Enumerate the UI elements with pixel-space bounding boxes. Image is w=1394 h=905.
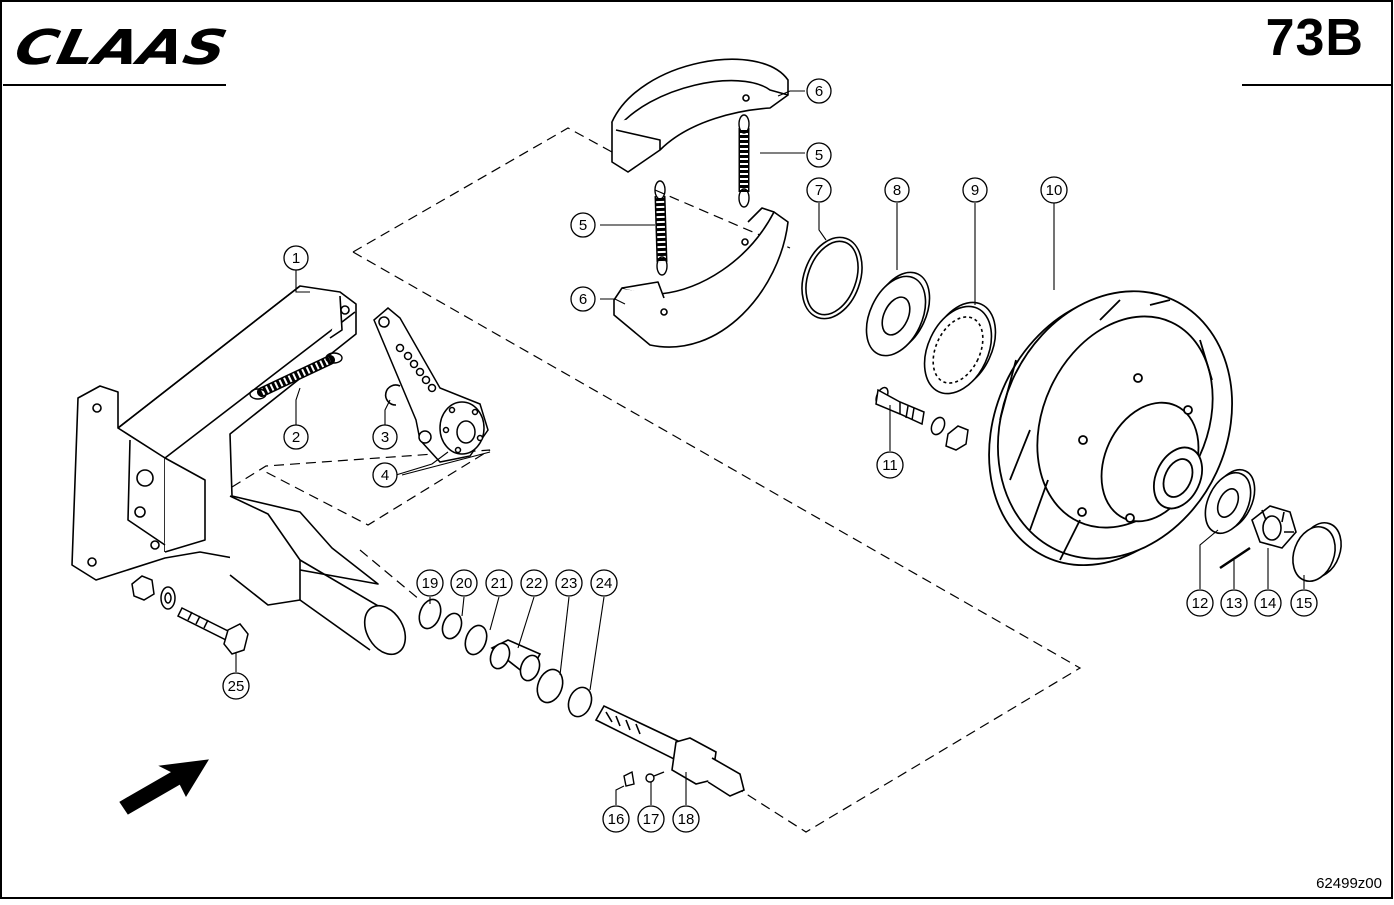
callout-23: 23 [555, 569, 583, 597]
callout-leaders [235, 90, 1305, 805]
svg-text:9: 9 [971, 182, 979, 199]
svg-text:21: 21 [491, 575, 508, 592]
callout-1: 1 [283, 245, 309, 271]
callout-3: 3 [372, 424, 398, 450]
callout-22: 22 [520, 569, 548, 597]
axle-bracket [71, 285, 407, 656]
callout-14: 14 [1254, 589, 1282, 617]
svg-text:24: 24 [596, 575, 613, 592]
svg-text:10: 10 [1046, 182, 1063, 199]
castle-nut [1251, 505, 1297, 549]
bolt-washer-nut [131, 575, 249, 655]
hub-cap [1292, 522, 1342, 582]
callout-5b: 5 [570, 212, 596, 238]
callout-15: 15 [1290, 589, 1318, 617]
svg-text:4: 4 [381, 467, 389, 484]
callout-6a: 6 [806, 78, 832, 104]
callout-5a: 5 [806, 142, 832, 168]
callout-21: 21 [485, 569, 513, 597]
wheel-stud-set [875, 386, 969, 451]
callout-13: 13 [1220, 589, 1248, 617]
shaft-seal [865, 271, 931, 357]
svg-text:22: 22 [526, 575, 543, 592]
callout-bubbles: 1 2 3 4 5 5 6 6 7 8 9 10 11 12 13 14 15 … [222, 78, 1318, 833]
callout-12: 12 [1186, 589, 1214, 617]
callout-18: 18 [672, 805, 700, 833]
svg-text:5: 5 [579, 217, 587, 234]
assembly-boundary [231, 127, 1082, 833]
callout-4: 4 [372, 462, 398, 488]
callout-9: 9 [962, 177, 988, 203]
svg-text:15: 15 [1296, 595, 1313, 612]
callout-7: 7 [806, 177, 832, 203]
callout-17: 17 [637, 805, 665, 833]
return-spring-upper [738, 114, 750, 208]
outer-bearing [1204, 468, 1256, 535]
callout-20: 20 [450, 569, 478, 597]
svg-text:8: 8 [893, 182, 901, 199]
brake-shoe-upper [611, 58, 789, 173]
callout-10: 10 [1040, 176, 1068, 204]
callout-8: 8 [884, 177, 910, 203]
svg-text:5: 5 [815, 147, 823, 164]
brake-shoe-lower [613, 207, 789, 348]
brake-drum-hub [988, 290, 1233, 567]
svg-text:25: 25 [228, 678, 245, 695]
callout-25: 25 [222, 672, 250, 700]
svg-text:3: 3 [381, 429, 389, 446]
svg-text:13: 13 [1226, 595, 1243, 612]
return-spring-lower [654, 180, 668, 276]
callout-19: 19 [416, 569, 444, 597]
svg-text:16: 16 [608, 811, 625, 828]
svg-text:CLAAS: CLAAS [10, 20, 232, 75]
svg-text:6: 6 [815, 83, 823, 100]
svg-text:20: 20 [456, 575, 473, 592]
svg-text:12: 12 [1192, 595, 1209, 612]
svg-text:14: 14 [1260, 595, 1277, 612]
brand-logo: CLAAS [10, 20, 232, 75]
svg-text:19: 19 [422, 575, 439, 592]
tension-spring-2 [249, 352, 343, 400]
brake-lever [373, 307, 489, 463]
svg-text:1: 1 [292, 250, 300, 267]
svg-text:23: 23 [561, 575, 578, 592]
o-ring [801, 236, 863, 320]
page-number: 73B [1265, 9, 1364, 67]
callout-24: 24 [590, 569, 618, 597]
split-pin [1219, 546, 1251, 570]
taper-roller-bearing [923, 301, 997, 395]
brake-camshaft [594, 704, 745, 797]
callout-16: 16 [602, 805, 630, 833]
circlip [384, 384, 401, 406]
callout-2: 2 [283, 424, 309, 450]
lube-fittings [623, 770, 665, 787]
svg-text:2: 2 [292, 429, 300, 446]
rings-and-bushing [418, 598, 593, 718]
direction-arrow [119, 759, 209, 815]
callout-11: 11 [876, 451, 904, 479]
svg-text:6: 6 [579, 291, 587, 308]
drawing-code: 62499z00 [1316, 875, 1382, 892]
svg-text:17: 17 [643, 811, 660, 828]
svg-text:18: 18 [678, 811, 695, 828]
svg-text:11: 11 [882, 457, 898, 474]
svg-text:7: 7 [815, 182, 823, 199]
callout-6b: 6 [570, 286, 596, 312]
